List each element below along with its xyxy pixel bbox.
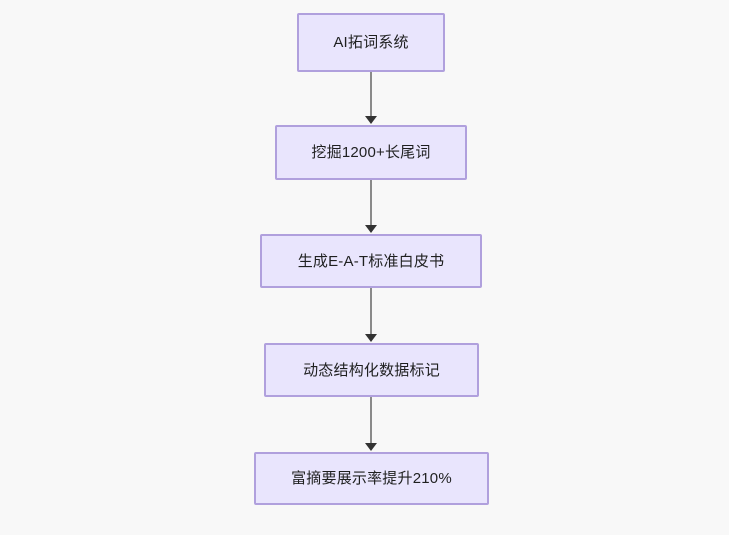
flow-node-ai-keyword-system[interactable]: AI拓词系统 bbox=[297, 13, 445, 72]
flow-edge-2 bbox=[370, 180, 372, 226]
flow-node-longtail-mining[interactable]: 挖掘1200+长尾词 bbox=[275, 125, 467, 180]
flow-edge-1 bbox=[370, 72, 372, 117]
flow-node-rich-snippet-result[interactable]: 富摘要展示率提升210% bbox=[254, 452, 489, 505]
flow-node-eat-whitepaper[interactable]: 生成E-A-T标准白皮书 bbox=[260, 234, 482, 288]
flow-node-label: 生成E-A-T标准白皮书 bbox=[297, 252, 445, 270]
flow-edge-3 bbox=[370, 288, 372, 334]
flow-node-label: 动态结构化数据标记 bbox=[303, 361, 440, 379]
flow-node-label: AI拓词系统 bbox=[333, 34, 409, 51]
flow-edge-4-arrowhead bbox=[365, 443, 377, 451]
flow-edge-4 bbox=[370, 397, 372, 443]
flow-node-structured-data-markup[interactable]: 动态结构化数据标记 bbox=[264, 343, 479, 397]
flow-edge-2-arrowhead bbox=[365, 225, 377, 233]
flow-node-label: 富摘要展示率提升210% bbox=[291, 470, 452, 487]
flow-edge-1-arrowhead bbox=[365, 116, 377, 124]
flow-node-label: 挖掘1200+长尾词 bbox=[311, 144, 431, 161]
flow-edge-3-arrowhead bbox=[365, 334, 377, 342]
